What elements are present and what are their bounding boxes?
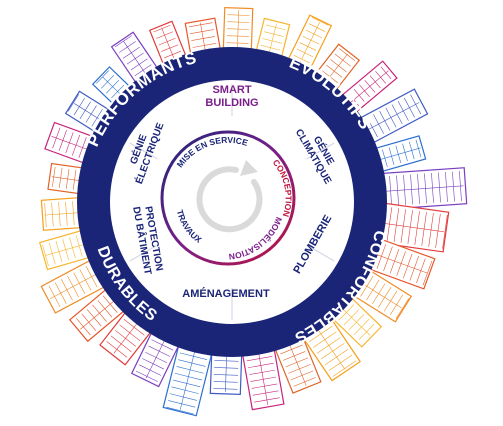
- cycle-arrow-icon: [196, 160, 263, 233]
- building-outline: [361, 235, 436, 290]
- segment-smart-building: SMART BUILDING: [205, 84, 258, 109]
- segment-divider: [129, 244, 158, 262]
- svg-text:SMART: SMART: [212, 84, 251, 96]
- segment-divider: [306, 244, 335, 262]
- svg-text:BUILDING: BUILDING: [205, 97, 258, 109]
- middle-ring: [110, 80, 354, 324]
- svg-text:AMÉNAGEMENT: AMÉNAGEMENT: [182, 287, 270, 300]
- building-outline: [209, 344, 243, 396]
- inner-cycle-ring: [160, 130, 296, 266]
- segment-amenagement: AMÉNAGEMENT: [182, 287, 270, 300]
- building-outline: [162, 336, 215, 417]
- middle-ring-separators: [129, 84, 335, 320]
- building-outline: [373, 167, 468, 211]
- segment-divider: [306, 142, 335, 160]
- segment-divider: [129, 142, 158, 160]
